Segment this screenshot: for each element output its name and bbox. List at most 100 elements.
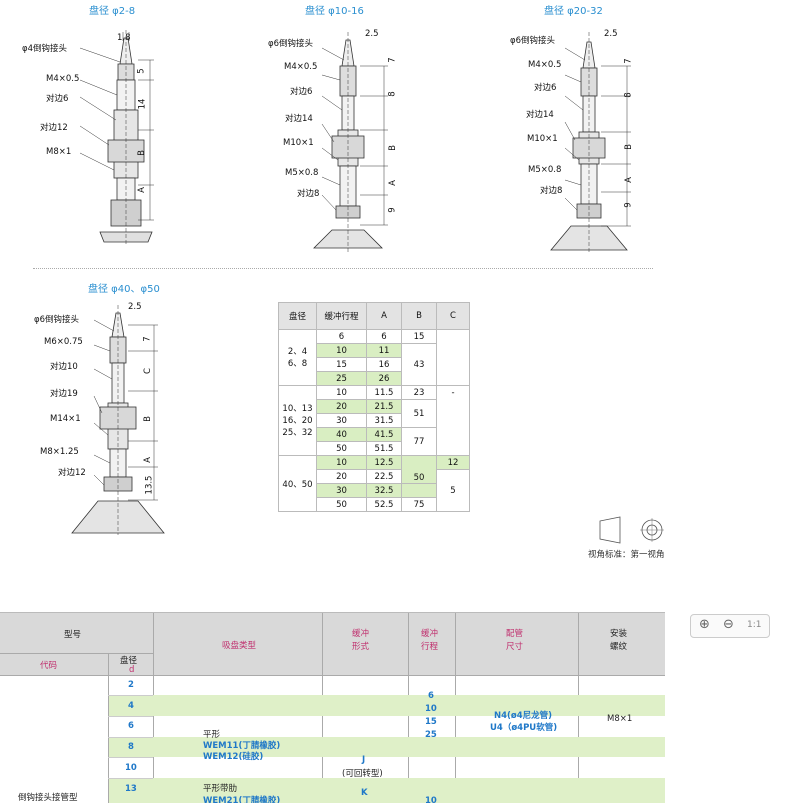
diagram-1-dim-v2: 14 <box>137 98 148 110</box>
diagram-3-label-thread-1: M4×0.5 <box>528 60 562 70</box>
diagram-1-label-thread-2: M8×1 <box>46 147 72 157</box>
spec-a: 21.5 <box>366 399 402 414</box>
spec-header-diameter: 盘径 <box>278 302 317 330</box>
spec-b: 75 <box>401 497 437 512</box>
spec-a: 51.5 <box>366 441 402 456</box>
spec-a: 16 <box>366 357 402 372</box>
diagram-4-label-thread-2: M14×1 <box>50 414 81 424</box>
diagram-3-label-thread-3: M5×0.8 <box>528 165 562 175</box>
spec-b: 43 <box>401 343 437 386</box>
zoom-out-icon[interactable]: ⊖ <box>723 617 734 632</box>
spec-a: 32.5 <box>366 483 402 498</box>
diagram-3-dim-v4: A <box>623 177 634 183</box>
cup-flat-silicone[interactable]: WEM12(硅胶) <box>203 752 264 762</box>
spec-c: 5 <box>436 469 470 512</box>
diagram-3-label-flat-1: 对边6 <box>534 83 557 93</box>
diagram-1-label-barb: φ4倒钩接头 <box>22 44 68 54</box>
spec-a: 12.5 <box>366 455 402 470</box>
stroke-value[interactable]: 10 <box>425 704 437 714</box>
diagram-4-dim-v5: 13.5 <box>144 475 155 495</box>
spec-stroke: 40 <box>316 427 367 442</box>
diameter-value[interactable]: 6 <box>128 721 134 731</box>
spec-a: 52.5 <box>366 497 402 512</box>
diagram-1-label-thread-1: M4×0.5 <box>46 74 80 84</box>
spec-stroke: 15 <box>316 357 367 372</box>
diagram-2-drawing <box>313 32 388 254</box>
spec-c: 12 <box>436 455 470 470</box>
pipe-pu[interactable]: U4（ø4PU软管) <box>490 723 558 733</box>
diagram-2-dim-v2: 8 <box>387 91 398 97</box>
diagram-2-label-barb: φ6倒钩接头 <box>268 39 314 49</box>
stroke-value[interactable]: 15 <box>425 717 437 727</box>
spec-b: 51 <box>401 399 437 428</box>
cup-ribbed-nbr[interactable]: WEM21(丁腈橡胶) <box>203 796 281 803</box>
diagram-2-dim-v5: 9 <box>387 207 398 213</box>
diagram-3-dim-v5: 9 <box>623 202 634 208</box>
spec-stroke: 25 <box>316 371 367 386</box>
diagram-3-label-flat-2: 对边14 <box>526 110 554 120</box>
cushion-form-j[interactable]: J <box>362 755 366 765</box>
diagram-2-label-thread-2: M10×1 <box>283 138 314 148</box>
spec-b: 23 <box>401 385 437 400</box>
cup-ribbed: 平形带肋 <box>203 784 238 794</box>
diameter-value[interactable]: 4 <box>128 701 134 711</box>
header-cushion-form: 缓冲 形式 <box>352 629 370 652</box>
header-diameter-sub: d <box>129 665 135 675</box>
diagram-1-drawing <box>79 30 154 245</box>
pipe-nylon[interactable]: N4(ø4尼龙管) <box>494 711 553 721</box>
diameter-value[interactable]: 8 <box>128 742 134 752</box>
diagram-1-dim-v4: A <box>136 187 147 193</box>
diagram-2-dim-v1: 7 <box>387 57 398 63</box>
diagram-1-label-flat-2: 对边12 <box>40 123 68 133</box>
diagram-2-dim-v4: A <box>387 180 398 186</box>
dotted-separator <box>33 268 653 269</box>
diagram-4-label-thread-3: M8×1.25 <box>40 447 79 457</box>
spec-b: 50 <box>401 455 437 484</box>
diagram-1-dim-v3: B <box>136 150 147 156</box>
diameter-value[interactable]: 10 <box>125 763 137 773</box>
diagram-1-dim-width: 1.8 <box>117 33 131 43</box>
header-code: 代码 <box>40 661 58 671</box>
diagram-2-label-flat-1: 对边6 <box>290 87 313 97</box>
diagram-4-label-thread-1: M6×0.75 <box>44 337 83 347</box>
diagram-4-drawing <box>71 305 165 535</box>
diagram-4-dim-width: 2.5 <box>128 302 142 312</box>
diagram-1-dim-v1: 5 <box>136 68 147 74</box>
stroke-value[interactable]: 25 <box>425 730 437 740</box>
zoom-ratio-button[interactable]: 1:1 <box>747 620 762 630</box>
spec-stroke: 20 <box>316 399 367 414</box>
spec-stroke: 50 <box>316 497 367 512</box>
diagram-3-title: 盘径 φ20-32 <box>544 6 603 17</box>
diagram-2-dim-v3: B <box>387 145 398 151</box>
spec-group-3: 40、50 <box>278 455 317 512</box>
diagram-2-title: 盘径 φ10-16 <box>305 6 364 17</box>
spec-group-1: 2、4 6、8 <box>278 329 317 386</box>
diagram-4-label-flat-2: 对边19 <box>50 389 78 399</box>
header-thread: 安装 螺纹 <box>610 629 628 652</box>
diagram-2-label-flat-3: 对边8 <box>297 189 320 199</box>
spec-table: 盘径 缓冲行程 A B C 2、4 6、8 6 6 15 10 11 43 15… <box>278 302 470 512</box>
header-diameter: 盘径 <box>120 656 138 666</box>
diagram-4-dim-v1: 7 <box>142 336 153 342</box>
zoom-in-icon[interactable]: ⊕ <box>699 617 710 632</box>
spec-a: 22.5 <box>366 469 402 484</box>
code-label: 倒钩接头接管型 <box>18 793 78 803</box>
diameter-value[interactable]: 2 <box>128 680 134 690</box>
diagram-4-dim-v3: B <box>142 416 153 422</box>
spec-a: 11.5 <box>366 385 402 400</box>
stroke-value[interactable]: 6 <box>428 691 434 701</box>
spec-stroke: 50 <box>316 441 367 456</box>
spec-table-wrapper: 盘径 缓冲行程 A B C 2、4 6、8 6 6 15 10 11 43 15… <box>278 302 470 512</box>
cushion-form-k[interactable]: K <box>361 788 368 798</box>
cup-flat-nbr[interactable]: WEM11(丁腈橡胶) <box>203 741 281 751</box>
header-cushion-stroke: 缓冲 行程 <box>421 629 439 652</box>
header-cup-type: 吸盘类型 <box>222 641 257 651</box>
header-pipe-size: 配管 尺寸 <box>506 629 524 652</box>
bottom-table: 型号 代码 盘径 d 吸盘类型 缓冲 形式 缓冲 行程 配管 尺寸 安装 螺纹 … <box>0 612 665 803</box>
diagram-4-dim-v2: C <box>142 368 153 374</box>
spec-stroke: 10 <box>316 343 367 358</box>
diagram-4-title: 盘径 φ40、φ50 <box>88 284 160 295</box>
diameter-value[interactable]: 13 <box>125 784 137 794</box>
spec-a: 41.5 <box>366 427 402 442</box>
diagram-3-dim-v1: 7 <box>623 58 634 64</box>
